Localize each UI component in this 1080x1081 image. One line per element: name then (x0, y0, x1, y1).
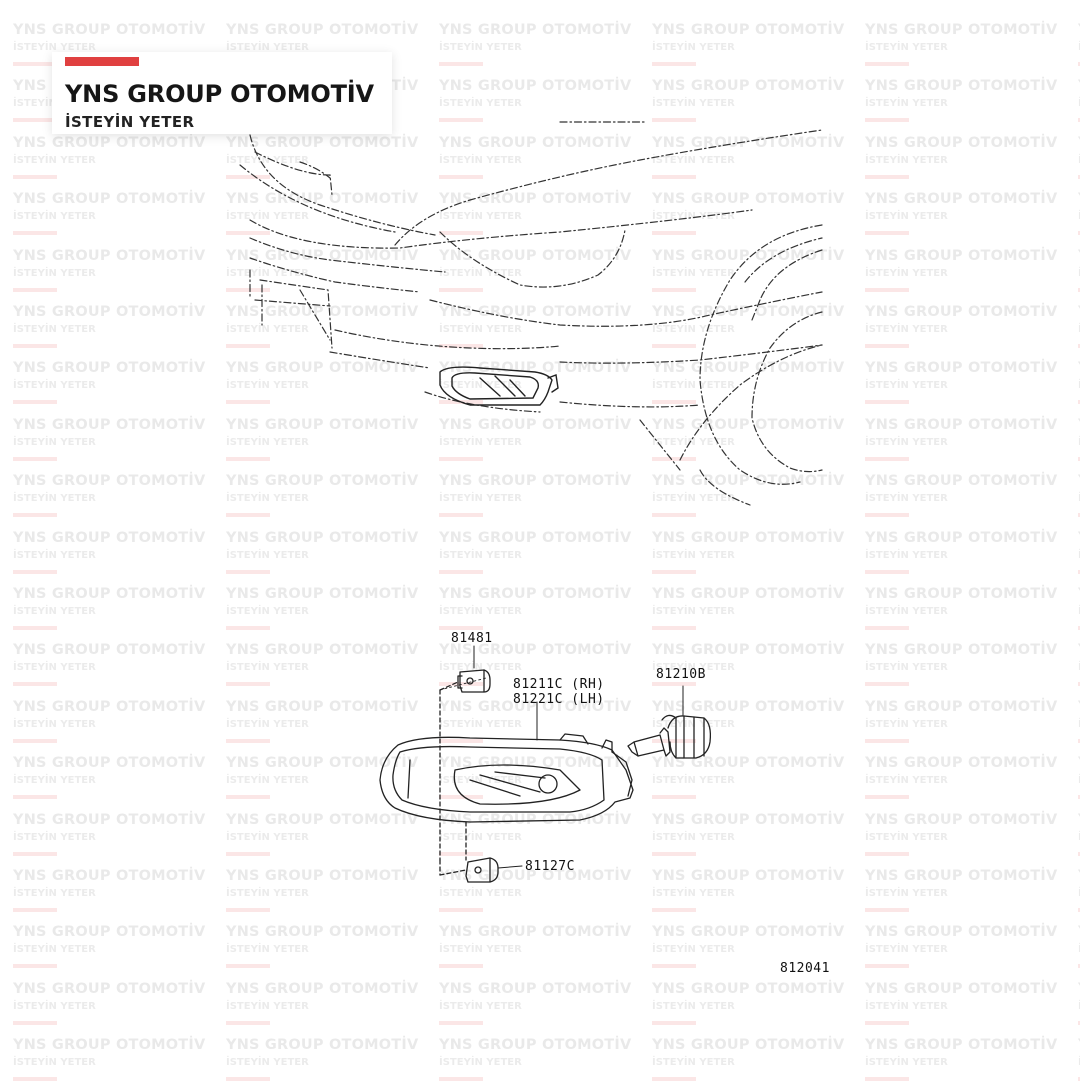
label-81481: 81481 (451, 631, 493, 646)
logo-slogan: İSTEYİN YETER (65, 113, 195, 131)
illustration-code: 812041 (780, 961, 830, 976)
label-81127c: 81127C (525, 859, 575, 874)
label-81210b: 81210B (656, 667, 706, 682)
fog-lamp-on-car (439, 366, 559, 406)
brand-logo: YNS GROUP OTOMOTİV İSTEYİN YETER (52, 52, 392, 134)
bulb-socket-81481 (439, 669, 491, 861)
bulb-socket-81127c (439, 821, 499, 883)
fog-lamp-housing (379, 733, 634, 823)
logo-brand-name: YNS GROUP OTOMOTİV (65, 80, 374, 108)
label-81221c-lh: 81221C (LH) (513, 692, 605, 707)
bulb-81210b (627, 714, 712, 759)
label-81211c-rh: 81211C (RH) (513, 677, 605, 692)
car-front-outline (239, 121, 823, 506)
logo-accent-bar (65, 57, 139, 66)
